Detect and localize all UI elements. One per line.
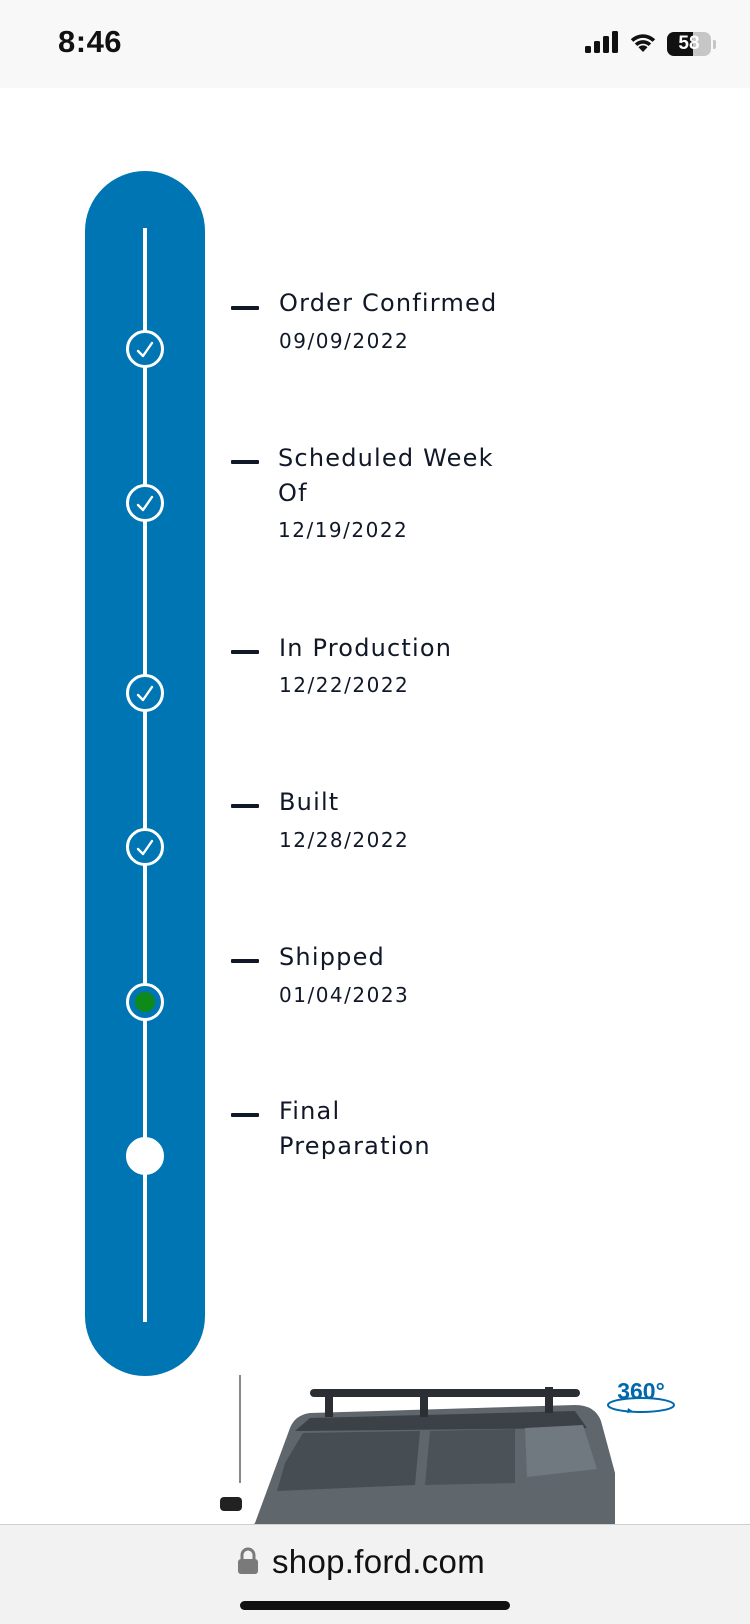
url-text[interactable]: shop.ford.com — [272, 1543, 486, 1580]
step-dash — [231, 1113, 259, 1117]
status-time: 8:46 — [58, 24, 123, 59]
status-bar: 8:46 58 — [0, 0, 750, 88]
step-title: Final Preparation — [279, 1097, 431, 1160]
step-date: 12/22/2022 — [279, 673, 410, 697]
step-title: Order Confirmed — [279, 289, 498, 317]
vehicle-image — [220, 1375, 615, 1533]
progress-track — [85, 171, 205, 1376]
step-complete-check-icon — [126, 674, 164, 712]
step-title: In Production — [279, 634, 453, 662]
step-complete-check-icon — [126, 828, 164, 866]
step-title: Shipped — [279, 943, 385, 971]
step-date: 09/09/2022 — [279, 329, 410, 353]
order-tracker: Order Confirmed 09/09/2022 Scheduled Wee… — [5, 88, 745, 1533]
wifi-icon — [628, 31, 658, 58]
status-icons: 58 — [585, 30, 716, 58]
step-current-indicator — [126, 983, 164, 1021]
lock-icon — [237, 1547, 259, 1580]
step-dash — [231, 959, 259, 963]
step-title: Scheduled Week Of — [278, 444, 494, 507]
step-pending-indicator — [126, 1137, 164, 1175]
cellular-signal-icon — [585, 30, 619, 58]
step-date: 01/04/2023 — [279, 983, 410, 1007]
step-dash — [231, 460, 259, 464]
current-dot-icon — [135, 992, 155, 1012]
battery-cap — [713, 39, 716, 49]
step-complete-check-icon — [126, 484, 164, 522]
step-dash — [231, 650, 259, 654]
badge-360-label: 360° — [617, 1378, 665, 1404]
vehicle-360-preview[interactable] — [215, 1373, 695, 1533]
rotate-360-icon[interactable]: 360° — [605, 1377, 677, 1424]
step-title: Built — [279, 788, 340, 816]
step-dash — [231, 306, 259, 310]
step-date: 12/28/2022 — [279, 828, 410, 852]
step-date: 12/19/2022 — [278, 518, 409, 542]
browser-address-bar[interactable]: shop.ford.com — [0, 1524, 750, 1624]
step-complete-check-icon — [126, 330, 164, 368]
progress-line — [143, 228, 147, 1322]
battery-icon: 58 — [667, 32, 711, 56]
battery-level: 58 — [678, 33, 700, 54]
step-dash — [231, 804, 259, 808]
home-indicator[interactable] — [240, 1601, 510, 1610]
